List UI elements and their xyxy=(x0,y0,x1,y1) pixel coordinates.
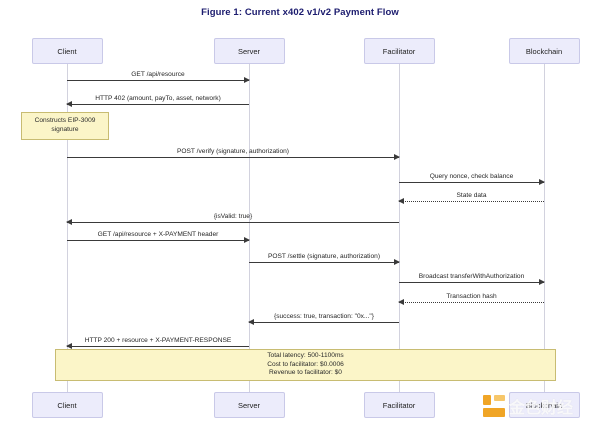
message-3: POST /verify (signature, authorization) xyxy=(67,148,400,160)
participant-label: Server xyxy=(237,46,261,56)
participant-footer-facilitator[interactable]: Facilitator xyxy=(363,392,435,418)
note-line: Total latency: 500-1100ms xyxy=(267,351,344,359)
message-line xyxy=(67,222,399,223)
lifeline-server xyxy=(249,64,250,392)
arrow-head-icon xyxy=(244,76,250,83)
message-6: {isValid: true} xyxy=(66,213,399,225)
participant-label: Client xyxy=(57,400,77,410)
message-label: {success: true, transaction: "0x..."} xyxy=(274,313,374,320)
participant-footer-client[interactable]: Client xyxy=(31,392,103,418)
participant-label: Blockchain xyxy=(525,400,563,410)
message-5: State data xyxy=(398,192,544,204)
message-label: {isValid: true} xyxy=(213,213,253,220)
message-1: GET /api/resource xyxy=(67,71,250,83)
message-label: Transaction hash xyxy=(446,293,497,300)
message-10: Transaction hash xyxy=(398,293,544,305)
message-line xyxy=(249,322,399,323)
participant-label: Facilitator xyxy=(382,400,416,410)
message-line xyxy=(399,182,544,183)
message-label: State data xyxy=(456,192,487,199)
note-line: Cost to facilitator: $0.0006 xyxy=(267,360,344,368)
message-label: POST /settle (signature, authorization) xyxy=(267,253,381,260)
message-line xyxy=(67,104,249,105)
arrow-head-icon xyxy=(539,178,545,185)
arrow-head-icon xyxy=(394,258,400,265)
message-line xyxy=(67,346,249,347)
arrow-head-icon xyxy=(398,197,404,204)
message-label: Query nonce, check balance xyxy=(429,173,514,180)
lifeline-facilitator xyxy=(399,64,400,392)
message-line xyxy=(399,282,544,283)
arrow-head-icon xyxy=(539,278,545,285)
message-line xyxy=(399,302,544,303)
participant-footer-server[interactable]: Server xyxy=(213,392,285,418)
arrow-head-icon xyxy=(66,100,72,107)
message-label: Broadcast transferWithAuthorization xyxy=(418,273,525,280)
participant-header-server[interactable]: Server xyxy=(213,38,285,64)
figure-title: Figure 1: Current x402 v1/v2 Payment Flo… xyxy=(201,7,399,18)
message-8: POST /settle (signature, authorization) xyxy=(249,253,400,265)
participant-label: Facilitator xyxy=(382,46,416,56)
arrow-head-icon xyxy=(248,318,254,325)
message-9: Broadcast transferWithAuthorization xyxy=(399,273,545,285)
message-11: {success: true, transaction: "0x..."} xyxy=(248,313,399,325)
participant-header-facilitator[interactable]: Facilitator xyxy=(363,38,435,64)
arrow-head-icon xyxy=(66,342,72,349)
message-line xyxy=(249,262,399,263)
message-7: GET /api/resource + X-PAYMENT header xyxy=(67,231,250,243)
message-label: HTTP 200 + resource + X-PAYMENT-RESPONSE xyxy=(84,337,232,344)
participant-header-blockchain[interactable]: Blockchain xyxy=(508,38,580,64)
message-line xyxy=(67,157,399,158)
participant-label: Blockchain xyxy=(525,46,563,56)
lifeline-blockchain xyxy=(544,64,545,392)
note-line: signature xyxy=(51,126,79,133)
message-label: POST /verify (signature, authorization) xyxy=(176,148,290,155)
jinse-logo-icon xyxy=(483,395,505,417)
message-label: GET /api/resource xyxy=(131,71,185,78)
message-2: HTTP 402 (amount, payTo, asset, network) xyxy=(66,95,249,107)
arrow-head-icon xyxy=(66,218,72,225)
lifeline-client xyxy=(67,64,68,392)
message-label: HTTP 402 (amount, payTo, asset, network) xyxy=(95,95,221,102)
message-label: GET /api/resource + X-PAYMENT header xyxy=(97,231,219,238)
message-line xyxy=(67,240,249,241)
participant-label: Server xyxy=(237,400,261,410)
participant-header-client[interactable]: Client xyxy=(31,38,103,64)
watermark: 金色财经 xyxy=(483,394,573,418)
note-line: Constructs EIP-3009 xyxy=(34,117,96,125)
arrow-head-icon xyxy=(394,153,400,160)
message-4: Query nonce, check balance xyxy=(399,173,545,185)
arrow-head-icon xyxy=(244,236,250,243)
participant-label: Client xyxy=(57,46,77,56)
note-line: Revenue to facilitator: $0 xyxy=(269,369,342,377)
message-line xyxy=(67,80,249,81)
participant-footer-blockchain[interactable]: Blockchain xyxy=(508,392,580,418)
message-line xyxy=(399,201,544,202)
message-12: HTTP 200 + resource + X-PAYMENT-RESPONSE xyxy=(66,337,249,349)
arrow-head-icon xyxy=(398,298,404,305)
watermark-text: 金色财经 xyxy=(509,398,574,417)
